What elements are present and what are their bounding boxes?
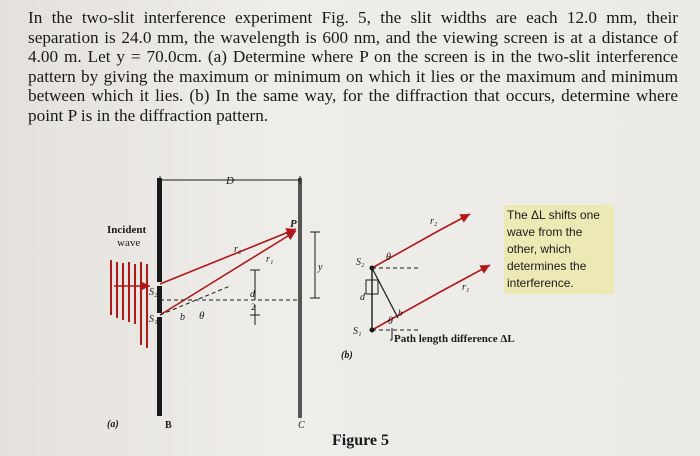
ray-b-r1 (371, 291, 441, 331)
ray-r1 (159, 230, 297, 316)
label-b-small: b (180, 312, 185, 323)
label-b-b: b (398, 308, 403, 318)
panel-b-label: (b) (341, 350, 353, 361)
perpendicular-line (371, 267, 399, 319)
panel-a (110, 176, 320, 418)
label-b-theta-top: θ (386, 252, 391, 263)
label-y: y (317, 262, 323, 273)
ray-b-r2 (371, 229, 441, 269)
label-b-r1: r₁ (462, 282, 469, 293)
label-b-r2: r₂ (430, 216, 438, 227)
problem-text: In the two-slit interference experiment … (28, 8, 678, 125)
problem-statement: In the two-slit interference experiment … (28, 8, 678, 126)
figure-caption: Figure 5 (332, 432, 390, 449)
label-theta: θ (199, 310, 205, 322)
label-c: C (298, 420, 305, 431)
label-b-s1: S₁ (353, 326, 361, 337)
label-b: B (165, 420, 172, 431)
label-d-distance: D (225, 175, 234, 187)
label-r1: r₁ (266, 254, 273, 265)
incident-label-2: wave (117, 237, 140, 249)
panel-a-label: (a) (107, 419, 119, 430)
panel-b (365, 213, 491, 341)
label-b-theta-bottom: θ (388, 316, 393, 327)
label-b-s2: S₂ (356, 257, 365, 268)
screen-c (298, 178, 302, 418)
label-s2: S₂ (149, 287, 158, 298)
theta-line (159, 285, 231, 316)
ray-r2 (159, 228, 297, 285)
path-difference-label: Path length difference ΔL (394, 333, 515, 345)
figure-5-diagram: Incident wave D P y B C S₂ S₁ r₁ r₂ b θ … (107, 175, 515, 431)
label-b-d: d (360, 292, 366, 303)
path-difference-callout: The ΔL shifts one wave from the other, w… (504, 205, 614, 294)
incident-label-1: Incident (107, 224, 146, 236)
label-p: P (290, 218, 297, 230)
label-d: d (250, 289, 256, 300)
label-s1: S₁ (149, 314, 157, 325)
label-r2: r₂ (234, 244, 242, 255)
label-half: 2 (251, 302, 256, 312)
barrier-b (157, 178, 162, 416)
